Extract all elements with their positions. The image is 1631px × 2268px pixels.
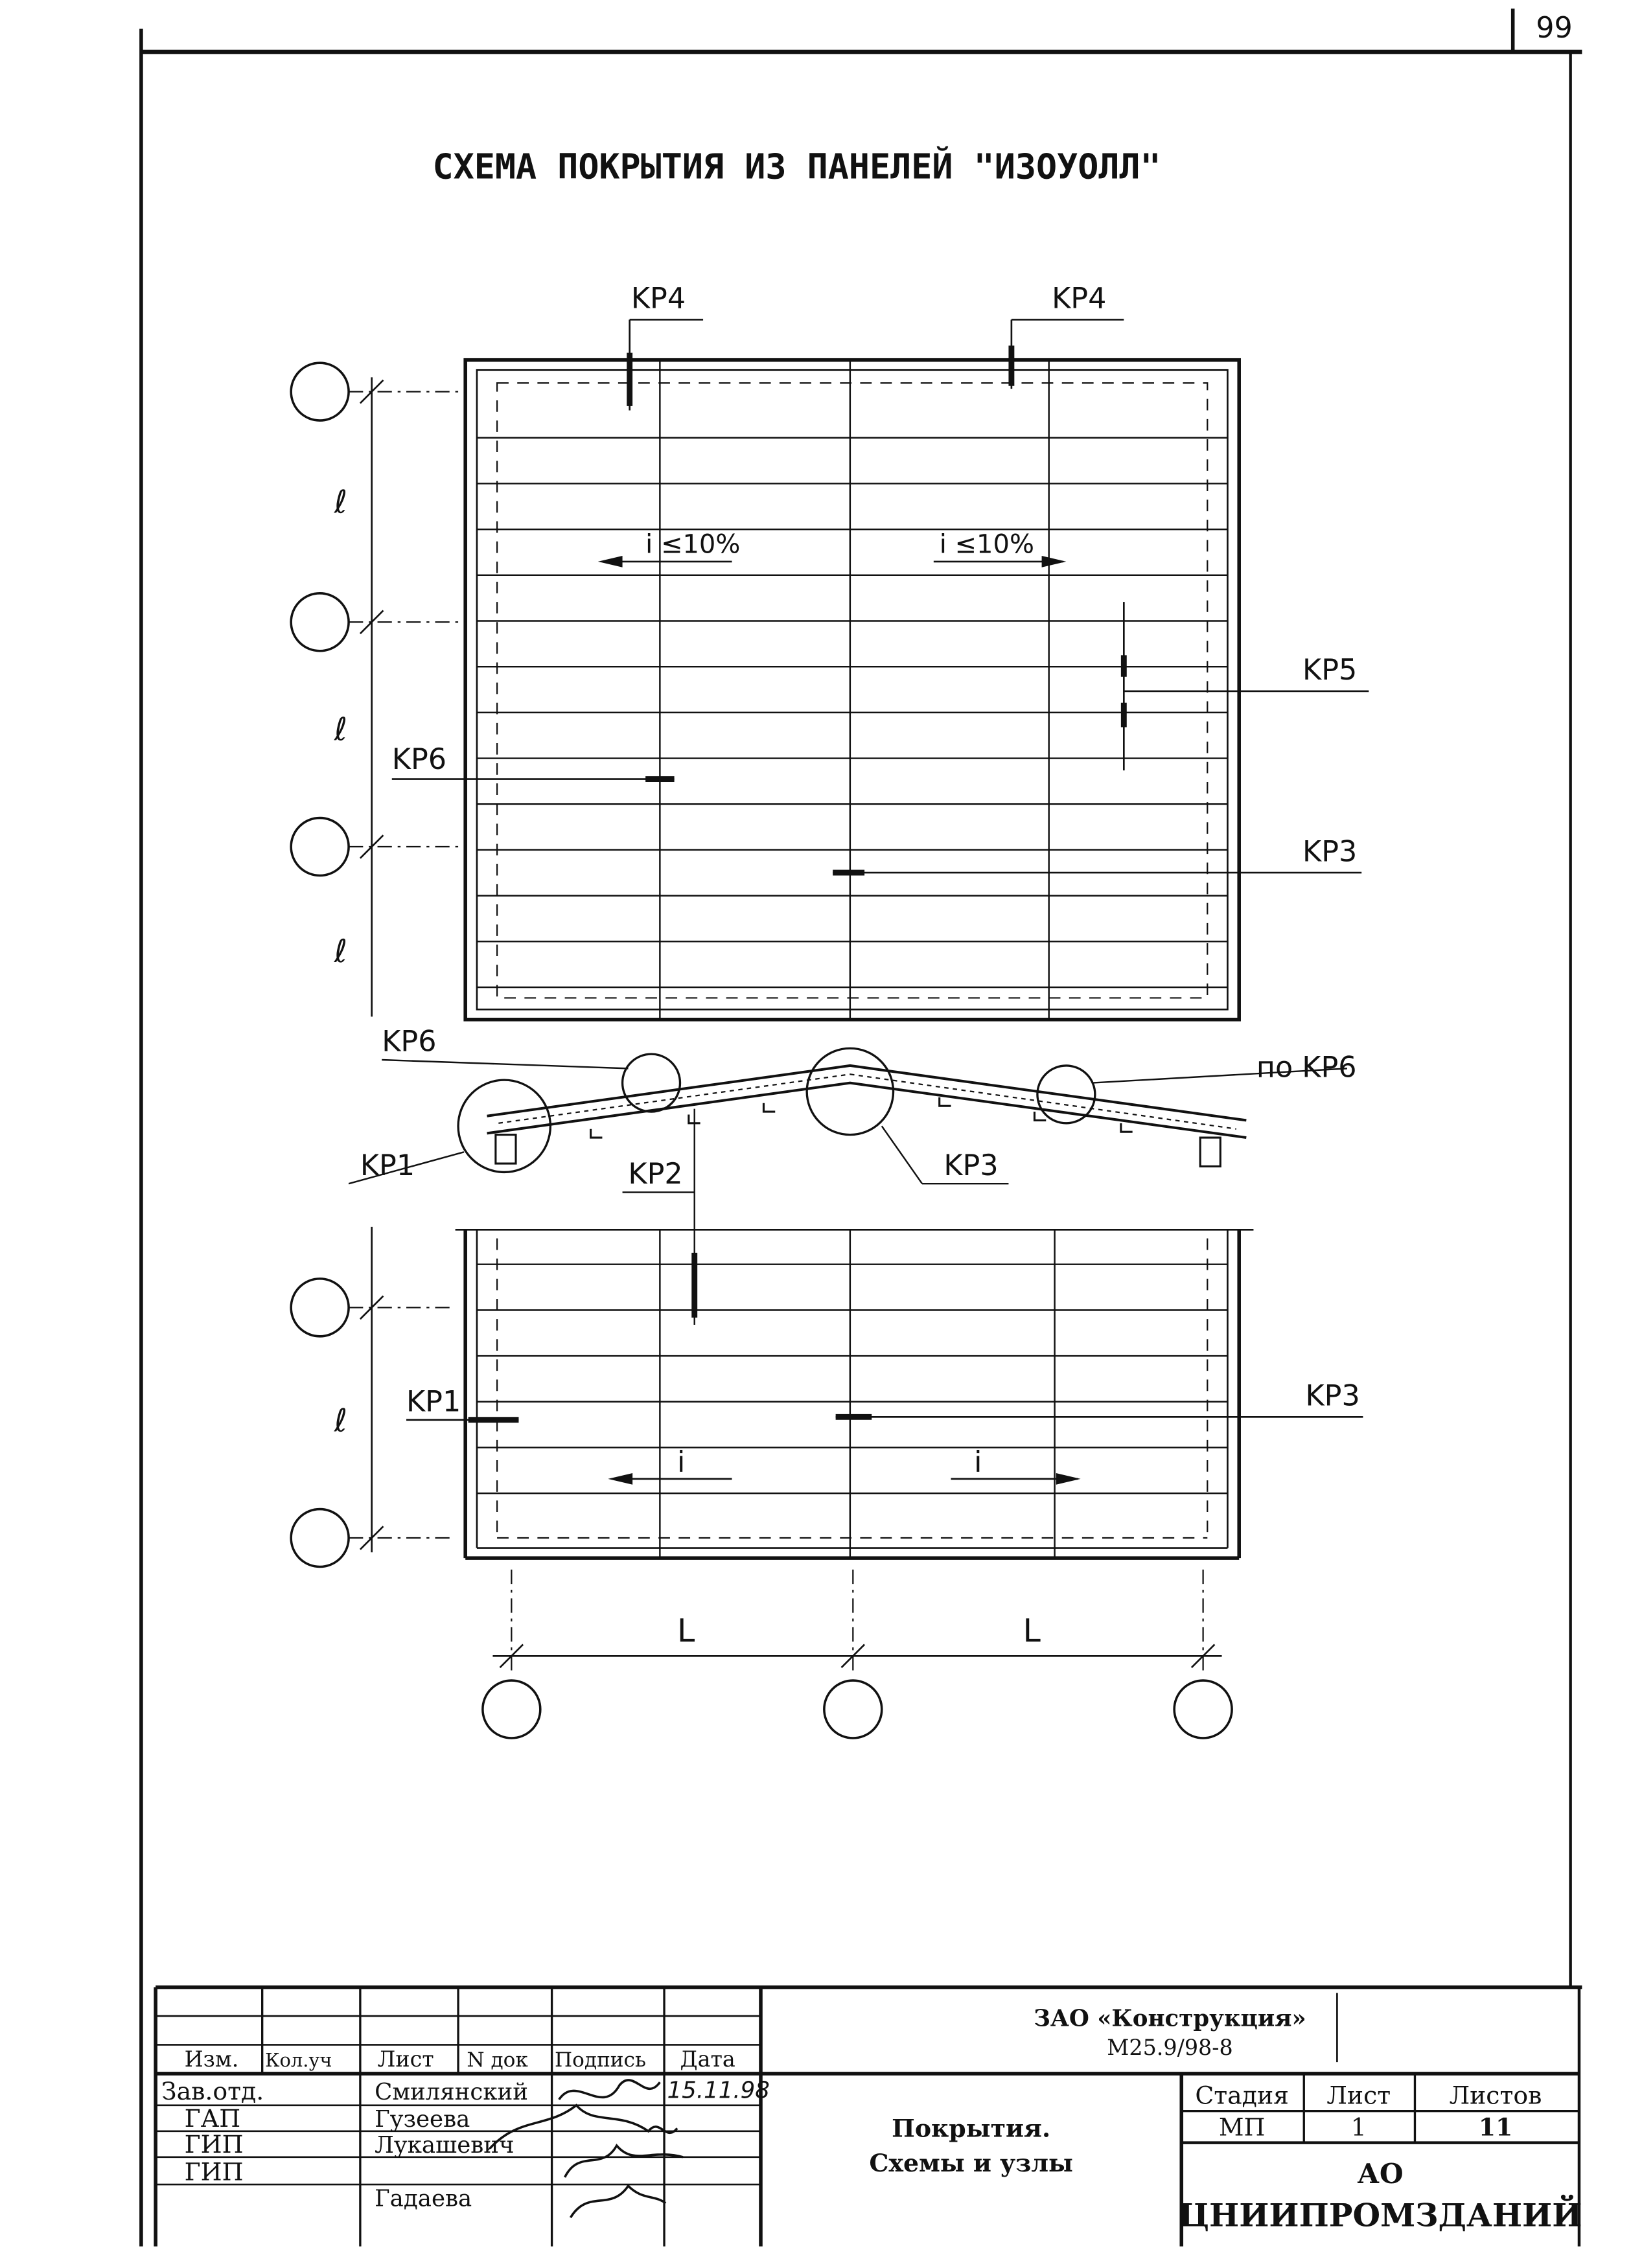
dim-L-2: L [1023, 1612, 1041, 1649]
label-section-kr1: KP1 [360, 1149, 415, 1182]
tb-date-1: 15.11.98 [667, 2078, 769, 2104]
roof-section [348, 1047, 1348, 1325]
signature-1 [558, 2079, 661, 2100]
signature-4 [569, 2184, 667, 2219]
tb-code: М25.9/98-8 [1107, 2035, 1232, 2060]
tb-stage: МП [1219, 2113, 1266, 2142]
label-section-kr2: KP2 [628, 1158, 682, 1191]
dim-l-3: ℓ [334, 933, 347, 970]
tb-sheet-title-1: Покрытия. [892, 2114, 1050, 2143]
tb-sheets: 11 [1479, 2113, 1513, 2142]
label-lower-kr3: KP3 [1305, 1380, 1359, 1413]
tb-role-2: ГАП [185, 2104, 241, 2133]
lower-roof-plan [406, 1228, 1363, 1560]
upper-roof-plan [391, 319, 1369, 1022]
signature-2 [489, 2103, 678, 2149]
drawing-title: СХЕМА ПОКРЫТИЯ ИЗ ПАНЕЛЕЙ "ИЗОУОЛЛ" [432, 146, 1161, 187]
label-kr4-left: KP4 [631, 282, 686, 315]
label-slope-right: i ≤10% [940, 530, 1034, 560]
tb-role-4: ГИП [185, 2157, 244, 2186]
label-section-kr3: KP3 [943, 1149, 998, 1182]
tb-sheets-label: Листов [1450, 2081, 1542, 2110]
tb-stage-label: Стадия [1195, 2081, 1289, 2110]
signature-3 [564, 2143, 684, 2178]
tb-name-1: Смилянский [375, 2079, 528, 2105]
tb-sheet: 1 [1351, 2113, 1367, 2142]
tb-header-izm: Изм. [185, 2046, 239, 2072]
tb-header-kol: Кол.уч [265, 2049, 332, 2071]
title-block [154, 1985, 1582, 2247]
tb-role-3: ГИП [185, 2130, 244, 2159]
tb-org-2: ЦНИИПРОМЗДАНИЙ [1179, 2195, 1582, 2234]
dim-l-1: ℓ [334, 483, 347, 520]
tb-name-4: Гадаева [375, 2185, 472, 2212]
label-lower-kr1: KP1 [406, 1385, 461, 1418]
label-kr3: KP3 [1302, 835, 1357, 868]
tb-sheet-label: Лист [1326, 2081, 1391, 2110]
label-kr6: KP6 [392, 743, 446, 776]
tb-role-1: Зав.отд. [161, 2077, 264, 2105]
label-lower-slope-right: i [974, 1446, 982, 1479]
tb-company: ЗАО «Конструкция» [1034, 2006, 1306, 2032]
tb-name-3: Лукашевич [375, 2132, 514, 2159]
tb-header-ndok: N док [467, 2048, 528, 2072]
label-section-kr6: KP6 [382, 1025, 436, 1059]
left-grid-axes [290, 361, 466, 1017]
page-number: 99 [1536, 12, 1573, 45]
label-section-kr6-right: по KP6 [1256, 1051, 1357, 1084]
dim-L-1: L [677, 1612, 695, 1649]
dim-l-2: ℓ [334, 711, 347, 748]
label-kr5: KP5 [1302, 654, 1357, 687]
label-kr4-right: KP4 [1052, 282, 1106, 315]
sheet-frame [139, 29, 1582, 2247]
label-slope-left: i ≤10% [645, 530, 740, 560]
tb-header-data: Дата [680, 2046, 735, 2072]
lower-left-grid-axes [290, 1226, 456, 1568]
tb-org-1: АО [1358, 2157, 1404, 2190]
tb-header-podpis: Подпись [555, 2048, 646, 2072]
tb-sheet-title-2: Схемы и узлы [869, 2149, 1073, 2177]
bottom-grid-axes [481, 1569, 1233, 1739]
dim-lower-l: ℓ [334, 1403, 347, 1439]
label-lower-slope-left: i [677, 1446, 685, 1479]
tb-name-2: Гузеева [375, 2106, 470, 2133]
tb-header-list: Лист [378, 2046, 434, 2072]
